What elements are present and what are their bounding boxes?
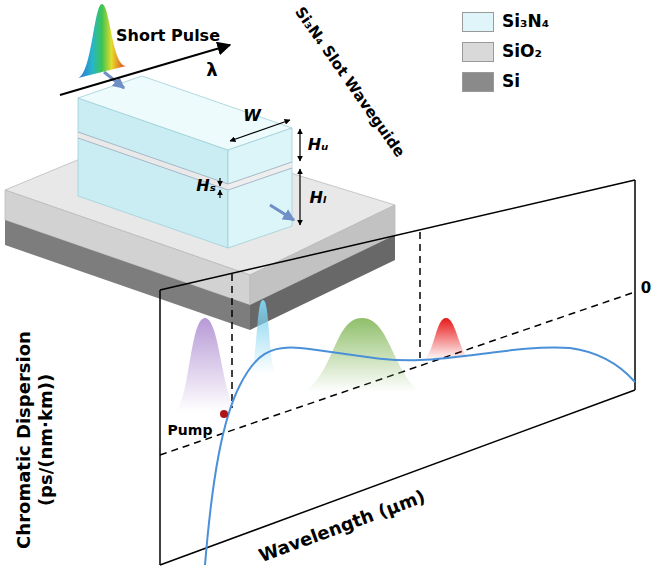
label: Short Pulse — [116, 26, 220, 45]
label: Pump — [168, 422, 213, 439]
label: λ — [206, 59, 217, 81]
output-arrow — [270, 205, 294, 220]
label: Chromatic Dispersion (ps/(nm·km)) — [13, 325, 56, 555]
label: Hᵤ — [308, 135, 329, 154]
dispersion-curve — [205, 347, 635, 565]
wavelength-axis — [60, 45, 230, 95]
label: Hₛ — [196, 176, 215, 195]
pulse — [175, 318, 238, 412]
label: W — [243, 106, 261, 125]
pump-point — [220, 410, 228, 418]
pulse — [305, 318, 420, 392]
label: Hₗ — [310, 188, 327, 207]
legend-text: Si₃N₄ — [502, 11, 549, 31]
legend-swatch — [462, 72, 494, 92]
slot-waveguide — [78, 76, 292, 248]
legend-swatch — [462, 12, 494, 32]
legend-text: Si — [502, 71, 520, 91]
legend-swatch — [462, 42, 494, 62]
dimension-arrows — [220, 120, 300, 225]
legend-text: SiO₂ — [502, 41, 542, 61]
label: 0 — [641, 279, 651, 297]
pulse — [424, 318, 470, 360]
